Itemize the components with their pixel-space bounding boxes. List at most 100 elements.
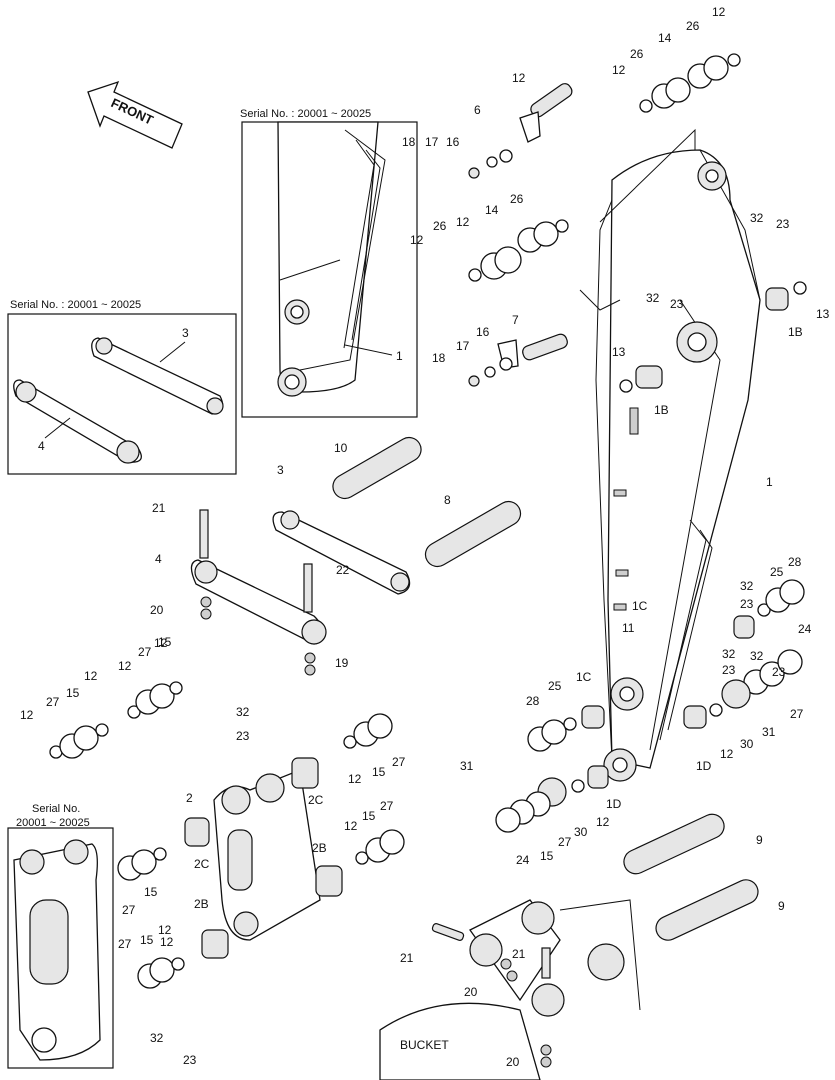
pin-6: [519, 83, 573, 143]
callout-label: 32: [236, 705, 250, 719]
front-arrow-icon: FRONT: [87, 80, 183, 149]
callout-label: 23: [236, 729, 250, 743]
callout-label: 10: [334, 441, 348, 455]
callout-label: 28: [526, 694, 540, 708]
callout-label: 1D: [696, 759, 712, 773]
callout-label: 18: [432, 351, 446, 365]
callout-label: 1D: [606, 797, 622, 811]
callout-label: 21: [512, 947, 526, 961]
callout-label: 13: [612, 345, 626, 359]
callout-label: 27: [118, 937, 132, 951]
callout-label: 30: [740, 737, 754, 751]
callout-label: 15: [158, 635, 172, 649]
callout-label: 27: [46, 695, 60, 709]
callout-label: 25: [770, 565, 784, 579]
inset-boom: Serial No. : 20001 ~ 20025 1: [240, 108, 418, 418]
callout-label: 27: [380, 799, 394, 813]
callout-label: 12: [612, 63, 626, 77]
callout-label: 12: [160, 935, 174, 949]
callout-label: 26: [630, 47, 644, 61]
callout-label: 28: [788, 555, 802, 569]
callout-label: 31: [460, 759, 474, 773]
callout-label: 20: [150, 603, 164, 617]
callout-label: 12: [712, 5, 726, 19]
callout-label: 1B: [788, 325, 803, 339]
callout-label: 23: [670, 297, 684, 311]
callout-label: 1C: [576, 670, 592, 684]
washer-stacks: [49, 53, 807, 1068]
callout-label: 15: [540, 849, 554, 863]
callout-label: 30: [574, 825, 588, 839]
callout-label: 23: [772, 665, 786, 679]
callout-label: 23: [776, 217, 790, 231]
callout-label: 3: [277, 463, 284, 477]
callout-label: 2B: [194, 897, 209, 911]
callout-label: 8: [444, 493, 451, 507]
arm-link-2: [184, 757, 343, 959]
link-3: [272, 510, 411, 595]
bucket: BUCKET: [379, 899, 641, 1080]
callout-label: 32: [750, 211, 764, 225]
callout-label: 12: [154, 636, 168, 650]
callout-label: 23: [740, 597, 754, 611]
pin-9-lower: [655, 879, 759, 941]
callout-label: 12: [348, 772, 362, 786]
callout-label: 24: [798, 622, 812, 636]
callout-label: 27: [138, 645, 152, 659]
pin-9-upper: [623, 813, 725, 875]
callout-label: 12: [84, 669, 98, 683]
callout-label: 2C: [194, 857, 210, 871]
callout-label: 23: [722, 663, 736, 677]
callout-label: 11: [622, 621, 635, 635]
callout-label: 7: [512, 313, 519, 327]
bucket-label: BUCKET: [400, 1038, 449, 1052]
callout-label: 25: [548, 679, 562, 693]
callout-label: 14: [658, 31, 672, 45]
callout-label: 32: [646, 291, 660, 305]
inset-links-caption: Serial No. : 20001 ~ 20025: [10, 299, 141, 311]
callout-label: 26: [433, 219, 447, 233]
callout-label: 15: [140, 933, 154, 947]
callout-label: 16: [446, 135, 460, 149]
callout-label: 18: [402, 135, 416, 149]
callout-label: 26: [686, 19, 700, 33]
inset-arm: Serial No. 20001 ~ 20025: [7, 803, 114, 1069]
callout-label: 2C: [308, 793, 324, 807]
callout-label: 12: [344, 819, 358, 833]
callout-label: 2B: [312, 841, 327, 855]
callout-label: 32: [722, 647, 736, 661]
callout-label: 12: [720, 747, 734, 761]
callout-label: 15: [362, 809, 376, 823]
callout-label: 23: [183, 1053, 197, 1067]
pin-8: [424, 500, 522, 568]
link-4: [190, 509, 327, 645]
callout-label: 2: [186, 791, 193, 805]
callout-label: 24: [516, 853, 530, 867]
inset-links-label-4: 4: [38, 439, 45, 453]
callout-label: 14: [485, 203, 499, 217]
callout-label: 1C: [632, 599, 648, 613]
inset-boom-part-label: 1: [396, 349, 403, 363]
callout-label: 20: [506, 1055, 520, 1069]
callout-label: 12: [20, 708, 34, 722]
inset-arm-caption-2: 20001 ~ 20025: [16, 817, 90, 829]
boom-assembly: [579, 128, 761, 782]
callout-label: 15: [372, 765, 386, 779]
callout-label: 12: [456, 215, 470, 229]
callout-label: 17: [425, 135, 439, 149]
callout-label: 1B: [654, 403, 669, 417]
callout-label: 22: [336, 563, 350, 577]
callout-label: 21: [400, 951, 414, 965]
callout-label: 27: [790, 707, 804, 721]
callout-label: 32: [150, 1031, 164, 1045]
callout-label: 9: [778, 899, 785, 913]
inset-arm-caption-1: Serial No.: [32, 803, 80, 815]
callout-label: 15: [66, 686, 80, 700]
callout-label: 12: [118, 659, 132, 673]
inset-links-label-3: 3: [182, 326, 189, 340]
callout-label: 20: [464, 985, 478, 999]
callout-label: 13: [816, 307, 830, 321]
callout-label: 12: [596, 815, 610, 829]
callout-label: 32: [740, 579, 754, 593]
